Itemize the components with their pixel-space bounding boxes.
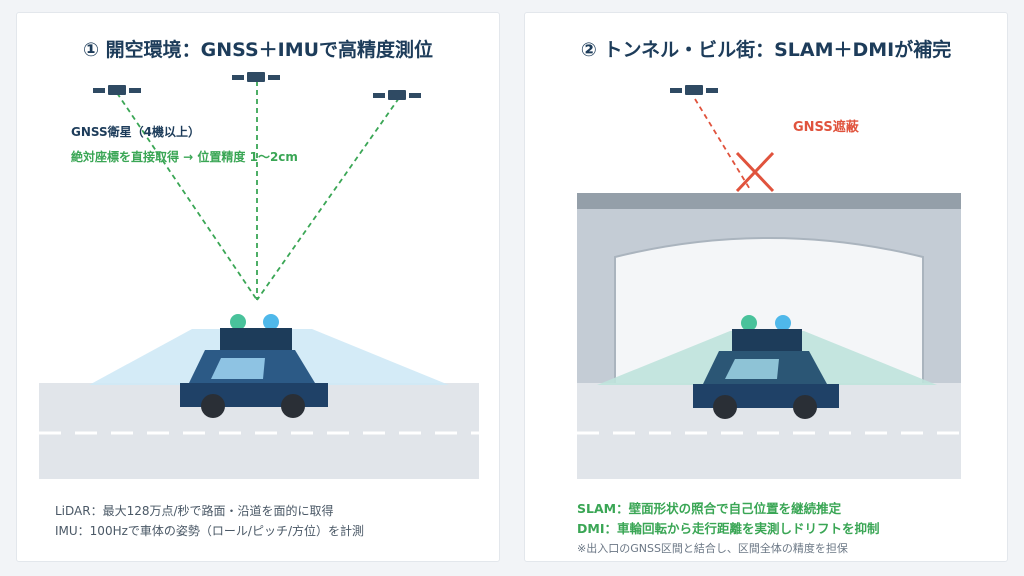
blocked-signal-line	[694, 98, 752, 192]
gnss-blocked-label: GNSS遮蔽	[793, 119, 860, 135]
open-sky-notes: LiDAR：最大128万点/秒で路面・沿道を面的に取得 IMU：100Hzで車体…	[55, 501, 364, 541]
satellite-icon	[93, 85, 141, 95]
open-sky-title: ① 開空環境：GNSS＋IMUで高精度測位	[82, 39, 434, 61]
gnss-signal-line	[256, 97, 400, 301]
satellite-icon	[232, 72, 280, 82]
direct-coordinate-label: 絶対座標を直接取得 → 位置精度 1〜2cm	[71, 149, 298, 164]
gnss-signal-line	[116, 92, 258, 301]
satellite-icon	[373, 90, 421, 100]
sensor-mount	[220, 328, 292, 350]
sensor-mount	[732, 329, 802, 351]
lidar-sensor-icon	[775, 315, 791, 331]
blocked-cross-icon	[735, 151, 775, 193]
slam-note: SLAM：壁面形状の照合で自己位置を継続推定	[577, 501, 842, 516]
satellite-icon	[670, 85, 718, 95]
gnss-antenna-icon	[230, 314, 246, 330]
gnss-signal-lines	[116, 81, 400, 301]
open-sky-panel: ① 開空環境：GNSS＋IMUで高精度測位 GNSS衛星（4機以上） 絶対座標を…	[16, 12, 500, 562]
tunnel-notes: SLAM：壁面形状の照合で自己位置を継続推定 DMI：車輪回転から走行距離を実測…	[577, 499, 879, 559]
tunnel-footnote: ※出入口のGNSS区間と結合し、区間全体の精度を担保	[577, 542, 848, 555]
tunnel-roof	[577, 193, 961, 209]
car-icon	[180, 350, 328, 418]
imu-note: IMU：100Hzで車体の姿勢（ロール/ピッチ/方位）を計測	[55, 524, 364, 538]
gnss-satellite-label: GNSS衛星（4機以上）	[71, 124, 200, 139]
lidar-sensor-icon	[263, 314, 279, 330]
open-sky-scene: GNSS衛星（4機以上） 絶対座標を直接取得 → 位置精度 1〜2cm	[39, 72, 479, 479]
car-icon	[693, 351, 839, 419]
lidar-note: LiDAR：最大128万点/秒で路面・沿道を面的に取得	[55, 504, 334, 518]
tunnel-panel: ② トンネル・ビル街：SLAM＋DMIが補完 GNSS遮蔽	[524, 12, 1008, 562]
gnss-antenna-icon	[741, 315, 757, 331]
dmi-note: DMI：車輪回転から走行距離を実測しドリフトを抑制	[577, 521, 880, 536]
tunnel-scene: GNSS遮蔽	[577, 85, 961, 479]
tunnel-title: ② トンネル・ビル街：SLAM＋DMIが補完	[580, 39, 952, 61]
